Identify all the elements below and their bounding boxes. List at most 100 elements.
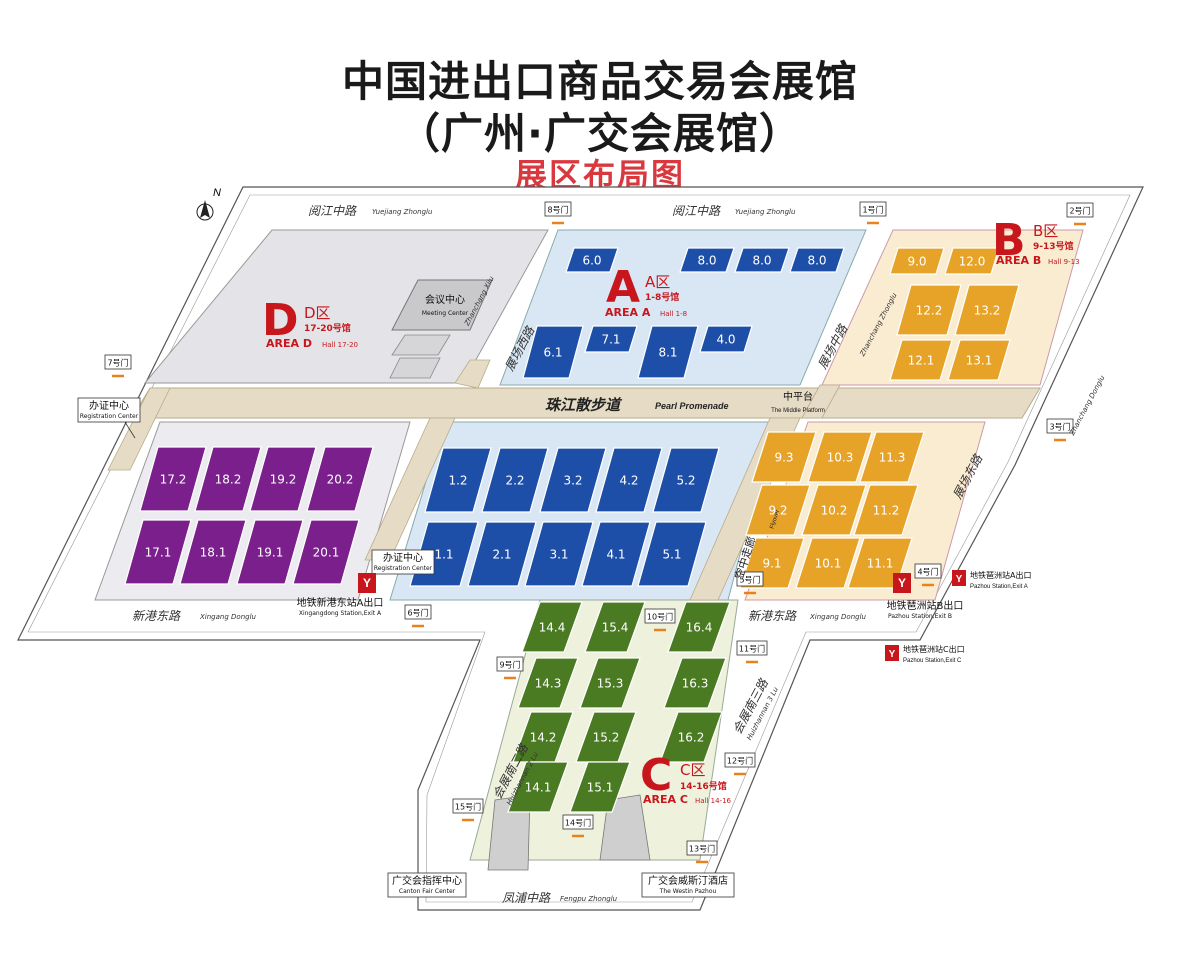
road-label-cn: 新港东路 [132,609,181,623]
hall-15.3[interactable]: 15.3 [579,657,641,709]
hall-17.2[interactable]: 17.2 [139,446,207,512]
hall-number: 4.0 [716,333,735,347]
hall-shape [565,247,619,273]
gate-3[interactable]: 3号门 [1046,418,1074,442]
gate-6[interactable]: 6号门 [404,604,432,628]
road-label-en: Zhanchang Donglu [1068,374,1107,438]
hall-18.1[interactable]: 18.1 [179,519,247,585]
hall-6.1[interactable]: 6.1 [522,325,584,379]
hall-19.2[interactable]: 19.2 [249,446,317,512]
promenade-label-cn: 珠江散步道 [545,396,623,414]
meeting-center-label: 会议中心 Meeting Center [422,293,469,317]
promenade-north-link [454,359,491,389]
gate-13[interactable]: 13号门 [686,840,718,864]
hall-8.1[interactable]: 8.1 [637,325,699,379]
hall-15.1[interactable]: 15.1 [569,761,631,813]
gate-8[interactable]: 8号门 [544,201,572,225]
gate-box [452,798,484,814]
hall-12.2[interactable]: 12.2 [896,284,962,336]
hall-14.2[interactable]: 14.2 [512,711,574,763]
hall-3.1[interactable]: 3.1 [524,521,594,587]
gate-12[interactable]: 12号门 [724,752,756,776]
hall-shape [889,339,953,381]
road-label-en: Xingang Donglu [199,613,257,621]
hall-number: 3.1 [549,548,568,562]
hall-5.2[interactable]: 5.2 [652,447,720,513]
hall-number: 5.2 [676,474,695,488]
registration-center-middle: 办证中心 Registration Center [371,549,435,575]
hall-15.2[interactable]: 15.2 [575,711,637,763]
metro-cn: 地铁新港东站A出口 [297,596,384,609]
hall-14.3[interactable]: 14.3 [517,657,579,709]
hall-10.2[interactable]: 10.2 [801,484,867,536]
area-d-en: AREA D [266,337,312,350]
hall-shape [194,446,262,512]
hall-3.2[interactable]: 3.2 [539,447,607,513]
hall-2.1[interactable]: 2.1 [467,521,537,587]
hall-13.2[interactable]: 13.2 [954,284,1020,336]
hall-number: 15.3 [597,677,624,691]
hall-16.2[interactable]: 16.2 [659,711,723,763]
hall-1.2[interactable]: 1.2 [424,447,492,513]
hall-16.4[interactable]: 16.4 [667,601,731,653]
hall-shape [249,446,317,512]
gate-10[interactable]: 10号门 [644,608,676,632]
hall-4.2[interactable]: 4.2 [595,447,663,513]
hall-number: 13.1 [966,354,993,368]
hall-8.0-c[interactable]: 8.0 [789,247,845,273]
hall-13.1[interactable]: 13.1 [947,339,1011,381]
gate-11[interactable]: 11号门 [736,640,768,664]
area-d-cn: D区 [304,304,331,322]
hall-14.1[interactable]: 14.1 [507,761,569,813]
gate-1[interactable]: 1号门 [859,201,887,225]
hall-14.4[interactable]: 14.4 [521,601,583,653]
gate-label: 7号门 [107,358,128,368]
hall-6.0-a[interactable]: 6.0 [565,247,619,273]
hall-8.0-b[interactable]: 8.0 [734,247,790,273]
hall-number: 2.1 [492,548,511,562]
hall-12.1[interactable]: 12.1 [889,339,953,381]
hall-10.3[interactable]: 10.3 [807,431,873,483]
hall-19.1[interactable]: 19.1 [236,519,304,585]
hall-shape [889,247,945,275]
hall-18.2[interactable]: 18.2 [194,446,262,512]
hall-9.0[interactable]: 9.0 [889,247,945,275]
area-c-letter: C [640,750,672,801]
hall-5.1[interactable]: 5.1 [637,521,707,587]
hall-number: 15.1 [587,781,614,795]
hall-number: 6.0 [582,254,601,268]
hall-number: 12.2 [916,304,943,318]
hall-11.2[interactable]: 11.2 [853,484,919,536]
hall-9.3[interactable]: 9.3 [751,431,817,483]
area-a-label: A A区 1-8号馆 AREA A Hall 1-8 [605,262,687,319]
gate-15[interactable]: 15号门 [452,798,484,822]
hall-20.1[interactable]: 20.1 [292,519,360,585]
hall-number: 16.4 [686,621,713,635]
hall-12.0[interactable]: 12.0 [944,247,1000,275]
gate-9[interactable]: 9号门 [496,656,524,680]
gate-label: 9号门 [499,660,520,670]
hall-8.0-a[interactable]: 8.0 [679,247,735,273]
gate-14[interactable]: 14号门 [562,814,594,838]
hall-16.3[interactable]: 16.3 [663,657,727,709]
hall-17.1[interactable]: 17.1 [124,519,192,585]
gate-2[interactable]: 2号门 [1066,202,1094,226]
hall-shape [637,521,707,587]
hall-number: 13.2 [974,304,1001,318]
gate-5[interactable]: 5号门 [736,571,764,595]
hall-4.0[interactable]: 4.0 [699,325,753,353]
hall-4.1[interactable]: 4.1 [581,521,651,587]
metro-icon [885,645,899,661]
hall-7.1[interactable]: 7.1 [584,325,638,353]
registration-en: Registration Center [80,413,139,420]
gate-7[interactable]: 7号门 [104,354,132,378]
hall-11.3[interactable]: 11.3 [859,431,925,483]
hall-shape [507,761,569,813]
gate-4[interactable]: 4号门 [914,563,942,587]
hall-10.1[interactable]: 10.1 [795,537,861,589]
hall-2.2[interactable]: 2.2 [481,447,549,513]
hall-number: 9.0 [907,255,926,269]
hall-15.4[interactable]: 15.4 [584,601,646,653]
hall-9.2[interactable]: 9.2 [745,484,811,536]
hall-20.2[interactable]: 20.2 [306,446,374,512]
